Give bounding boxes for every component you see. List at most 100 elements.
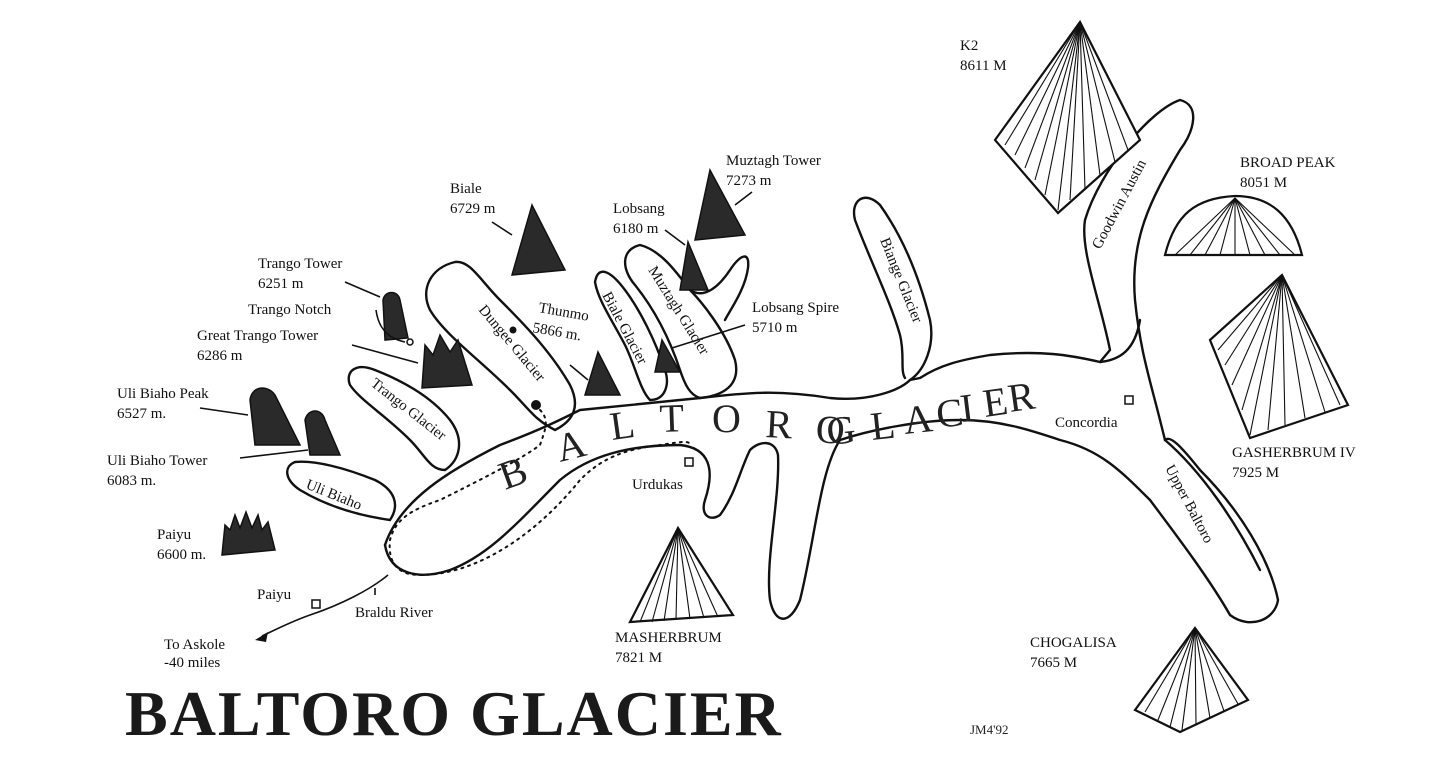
uli-biaho-tower-elev: 6083 m.	[107, 473, 156, 489]
to-askole-label: To Askole	[164, 637, 225, 653]
paiyu-camp-label: Paiyu	[257, 587, 292, 603]
gasherbrum-iv-elev: 7925 M	[1232, 465, 1279, 481]
big-letter: A	[551, 417, 604, 471]
broad-peak-elev: 8051 M	[1240, 175, 1287, 191]
lobsang-spire-elev: 5710 m	[752, 320, 798, 336]
big-letter: L	[868, 400, 911, 449]
muztagh-glacier-outline	[623, 243, 738, 400]
uli-biaho-peak-name: Uli Biaho Peak	[117, 386, 209, 402]
trango-glacier-outline	[347, 365, 461, 472]
big-letter: C	[934, 387, 980, 437]
urdukas-marker	[684, 457, 694, 467]
big-letter: B	[493, 442, 547, 498]
big-letter: E	[980, 376, 1024, 426]
chogalisa-elev: 7665 M	[1030, 655, 1077, 671]
masherbrum-name: MASHERBRUM	[615, 630, 722, 646]
uli-biaho-tower-peak	[304, 410, 342, 456]
to-askole-arrowhead	[255, 632, 268, 642]
paiyu-peak-elev: 6600 m.	[157, 547, 206, 563]
muztagh-tower-pointer	[734, 191, 753, 206]
braldu-river-label: Braldu River	[355, 605, 433, 621]
trango-notch-name: Trango Notch	[248, 302, 332, 318]
big-letter: L	[607, 399, 651, 449]
trango-tower-peak	[382, 291, 409, 341]
muztagh-tower-elev: 7273 m	[726, 173, 772, 189]
thunmo-pointer	[569, 364, 589, 381]
big-letter: A	[901, 394, 948, 443]
chogalisa-peak	[1133, 626, 1250, 734]
thunmo-peak	[583, 350, 622, 396]
trango-notch-marker	[406, 338, 414, 346]
k2-elev: 8611 M	[960, 58, 1007, 74]
trango-tower-pointer	[344, 281, 381, 298]
lobsang-spire-peak	[654, 337, 682, 373]
big-letter: I	[958, 383, 991, 431]
uli-biaho-tower-name: Uli Biaho Tower	[107, 453, 207, 469]
trango-tower-elev: 6251 m	[258, 276, 304, 292]
concordia-marker	[1124, 395, 1134, 405]
urdukas-label: Urdukas	[632, 477, 683, 493]
gasherbrum-iv-peak	[1208, 273, 1350, 440]
map-title: BALTORO GLACIER	[125, 678, 783, 749]
paiyu-peak-name: Paiyu	[157, 527, 192, 543]
lobsang-pointer	[664, 229, 686, 246]
lobsang-spire-name: Lobsang Spire	[752, 300, 839, 316]
baltoro-glacier-outline-lower	[383, 418, 1280, 624]
great-trango-pointer	[351, 344, 419, 364]
uli-biaho-peak	[249, 387, 302, 446]
muztagh-tower-peak	[694, 167, 747, 241]
big-letter: R	[1005, 371, 1052, 421]
great-trango-elev: 6286 m	[197, 348, 243, 364]
biale-peak	[510, 202, 567, 276]
chogalisa-name: CHOGALISA	[1030, 635, 1117, 651]
biale-name: Biale	[450, 181, 482, 197]
broad-peak	[1163, 194, 1304, 257]
trango-tower-name: Trango Tower	[258, 256, 342, 272]
dungee-snout-dot	[531, 400, 541, 410]
masherbrum-peak	[628, 525, 735, 624]
dungee-camp-dot	[509, 326, 517, 334]
uli-biaho-peak-pointer	[199, 407, 249, 416]
trek-trail	[388, 409, 691, 577]
dungee-glacier-outline	[425, 260, 577, 432]
braldu-river	[261, 574, 389, 637]
uli-biaho-glacier-outline	[286, 460, 397, 522]
broad-peak-name: BROAD PEAK	[1240, 155, 1336, 171]
upper-baltoro-outline	[1163, 438, 1262, 572]
big-letter: R	[765, 401, 808, 448]
paiyu-peak	[221, 509, 276, 556]
thunmo-name: Thunmo	[537, 300, 590, 325]
muztagh-glacier-upper	[688, 255, 750, 322]
map-signature: JM4'92	[970, 722, 1009, 737]
muztagh-tower-name: Muztagh Tower	[726, 153, 821, 169]
biale-elev: 6729 m	[450, 201, 496, 217]
lobsang-peak	[679, 239, 710, 291]
masherbrum-elev: 7821 M	[615, 650, 662, 666]
k2-peak	[993, 19, 1142, 215]
baltoro-glacier-big-label: B A L T O R O G L A C I E R	[493, 371, 1052, 499]
askole-distance-label: -40 miles	[164, 655, 220, 671]
big-letter: G	[824, 405, 871, 454]
biale-glacier-label: Biale Glacier	[598, 289, 649, 367]
biale-pointer	[491, 221, 513, 236]
upper-baltoro-label: Upper Baltoro	[1161, 462, 1216, 546]
lobsang-spire-pointer	[671, 324, 746, 349]
uli-biaho-glacier-label: Uli Biaho	[304, 477, 364, 514]
big-letter: O	[814, 406, 860, 454]
paiyu-camp-marker	[311, 599, 321, 609]
lobsang-name: Lobsang	[613, 201, 665, 217]
big-letter: O	[712, 396, 755, 441]
gasherbrum-iv-name: GASHERBRUM IV	[1232, 445, 1356, 461]
uli-biaho-peak-elev: 6527 m.	[117, 406, 166, 422]
uli-biaho-tower-pointer	[239, 449, 309, 459]
big-letter: T	[659, 395, 699, 441]
concordia-label: Concordia	[1055, 415, 1118, 431]
trango-notch-pointer	[375, 309, 406, 343]
biange-glacier-outline	[852, 196, 933, 382]
k2-name: K2	[960, 38, 978, 54]
goodwin-austin-glacier	[1098, 318, 1142, 364]
great-trango-tower-peak	[421, 333, 474, 389]
lobsang-elev: 6180 m	[613, 221, 659, 237]
great-trango-name: Great Trango Tower	[197, 328, 318, 344]
